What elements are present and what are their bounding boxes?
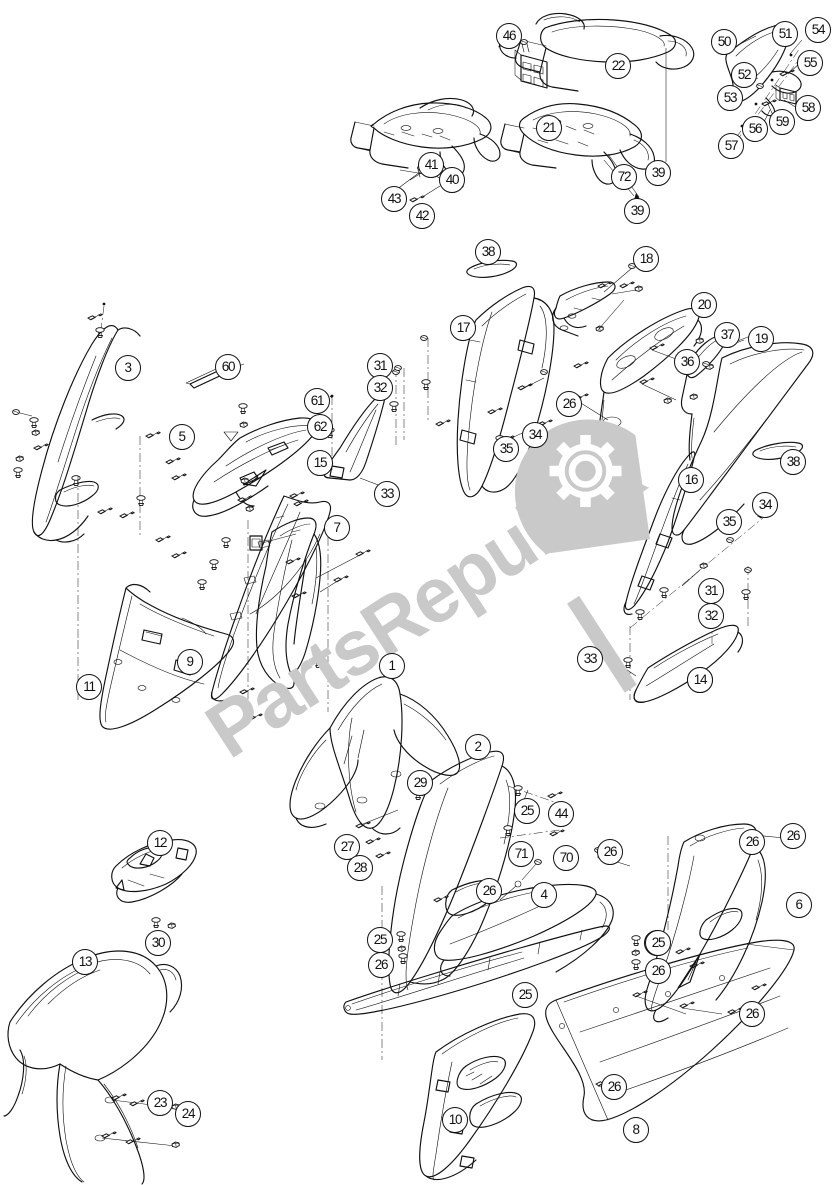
callout-54[interactable]: 54 xyxy=(805,17,831,43)
callout-60[interactable]: 60 xyxy=(215,354,241,380)
callout-35[interactable]: 35 xyxy=(716,509,742,535)
callout-26[interactable]: 26 xyxy=(368,952,394,978)
callout-13[interactable]: 13 xyxy=(72,949,98,975)
callout-21[interactable]: 21 xyxy=(536,115,562,141)
callout-40[interactable]: 40 xyxy=(439,167,465,193)
callout-70[interactable]: 70 xyxy=(553,845,579,871)
callout-36[interactable]: 36 xyxy=(674,349,700,375)
callout-61[interactable]: 61 xyxy=(304,388,330,414)
callout-51[interactable]: 51 xyxy=(772,21,798,47)
callout-15[interactable]: 15 xyxy=(307,450,333,476)
callout-4[interactable]: 4 xyxy=(531,882,557,908)
callout-30[interactable]: 30 xyxy=(145,930,171,956)
callout-6[interactable]: 6 xyxy=(786,892,812,918)
callout-18[interactable]: 18 xyxy=(633,246,659,272)
callout-19[interactable]: 19 xyxy=(748,326,774,352)
callout-57[interactable]: 57 xyxy=(718,133,744,159)
callout-20[interactable]: 20 xyxy=(691,292,717,318)
callout-12[interactable]: 12 xyxy=(147,830,173,856)
part-6-right-lower-fairing xyxy=(594,823,788,1023)
callout-11[interactable]: 11 xyxy=(76,674,102,700)
callout-32[interactable]: 32 xyxy=(698,603,724,629)
callout-43[interactable]: 43 xyxy=(381,186,407,212)
callout-72[interactable]: 72 xyxy=(611,164,637,190)
callout-9[interactable]: 9 xyxy=(177,649,203,675)
callout-52[interactable]: 52 xyxy=(731,62,757,88)
callout-25[interactable]: 25 xyxy=(367,927,393,953)
callout-34[interactable]: 34 xyxy=(522,422,548,448)
callout-8[interactable]: 8 xyxy=(623,1117,649,1143)
callout-5[interactable]: 5 xyxy=(169,424,195,450)
callout-26[interactable]: 26 xyxy=(739,829,765,855)
callout-46[interactable]: 46 xyxy=(496,23,522,49)
callout-35[interactable]: 35 xyxy=(493,436,519,462)
callout-38[interactable]: 38 xyxy=(780,449,806,475)
part-group-front-mask xyxy=(289,676,610,994)
part-38-pad-top xyxy=(466,259,518,278)
callout-26[interactable]: 26 xyxy=(597,839,623,865)
callout-39[interactable]: 39 xyxy=(624,198,650,224)
callout-38[interactable]: 38 xyxy=(475,239,501,265)
misc-fasteners xyxy=(237,281,635,512)
callout-26[interactable]: 26 xyxy=(645,958,671,984)
callout-37[interactable]: 37 xyxy=(714,322,740,348)
callout-3[interactable]: 3 xyxy=(115,355,141,381)
callout-22[interactable]: 22 xyxy=(605,53,631,79)
callout-26[interactable]: 26 xyxy=(601,1074,627,1100)
callout-10[interactable]: 10 xyxy=(442,1107,468,1133)
callout-34[interactable]: 34 xyxy=(752,492,778,518)
callout-44[interactable]: 44 xyxy=(548,801,574,827)
callout-25[interactable]: 25 xyxy=(512,982,538,1008)
callout-58[interactable]: 58 xyxy=(795,95,821,121)
callout-53[interactable]: 53 xyxy=(717,85,743,111)
callout-71[interactable]: 71 xyxy=(508,841,534,867)
callout-26[interactable]: 26 xyxy=(739,1001,765,1027)
callout-50[interactable]: 50 xyxy=(711,29,737,55)
callout-59[interactable]: 59 xyxy=(769,109,795,135)
callout-25[interactable]: 25 xyxy=(514,798,540,824)
callout-24[interactable]: 24 xyxy=(175,1101,201,1127)
callout-32[interactable]: 32 xyxy=(367,375,393,401)
callout-56[interactable]: 56 xyxy=(742,116,768,142)
callout-28[interactable]: 28 xyxy=(347,855,373,881)
callout-42[interactable]: 42 xyxy=(409,203,435,229)
callout-31[interactable]: 31 xyxy=(698,578,724,604)
callout-26[interactable]: 26 xyxy=(556,391,582,417)
callout-29[interactable]: 29 xyxy=(407,770,433,796)
callout-14[interactable]: 14 xyxy=(687,667,713,693)
callout-39[interactable]: 39 xyxy=(645,160,671,186)
callout-31[interactable]: 31 xyxy=(367,353,393,379)
callout-33[interactable]: 33 xyxy=(577,646,603,672)
callout-2[interactable]: 2 xyxy=(465,734,491,760)
callout-16[interactable]: 16 xyxy=(678,467,704,493)
callout-23[interactable]: 23 xyxy=(147,1090,173,1116)
callout-55[interactable]: 55 xyxy=(797,50,823,76)
callout-7[interactable]: 7 xyxy=(324,515,350,541)
callout-26[interactable]: 26 xyxy=(476,878,502,904)
callout-26[interactable]: 26 xyxy=(780,823,806,849)
part-group-left-fairing xyxy=(12,302,371,730)
callout-33[interactable]: 33 xyxy=(374,481,400,507)
callout-1[interactable]: 1 xyxy=(379,653,405,679)
callout-17[interactable]: 17 xyxy=(450,315,476,341)
callout-41[interactable]: 41 xyxy=(418,152,444,178)
callout-62[interactable]: 62 xyxy=(307,414,333,440)
part-group-lower-center xyxy=(343,883,795,1181)
callout-25[interactable]: 25 xyxy=(645,930,671,956)
